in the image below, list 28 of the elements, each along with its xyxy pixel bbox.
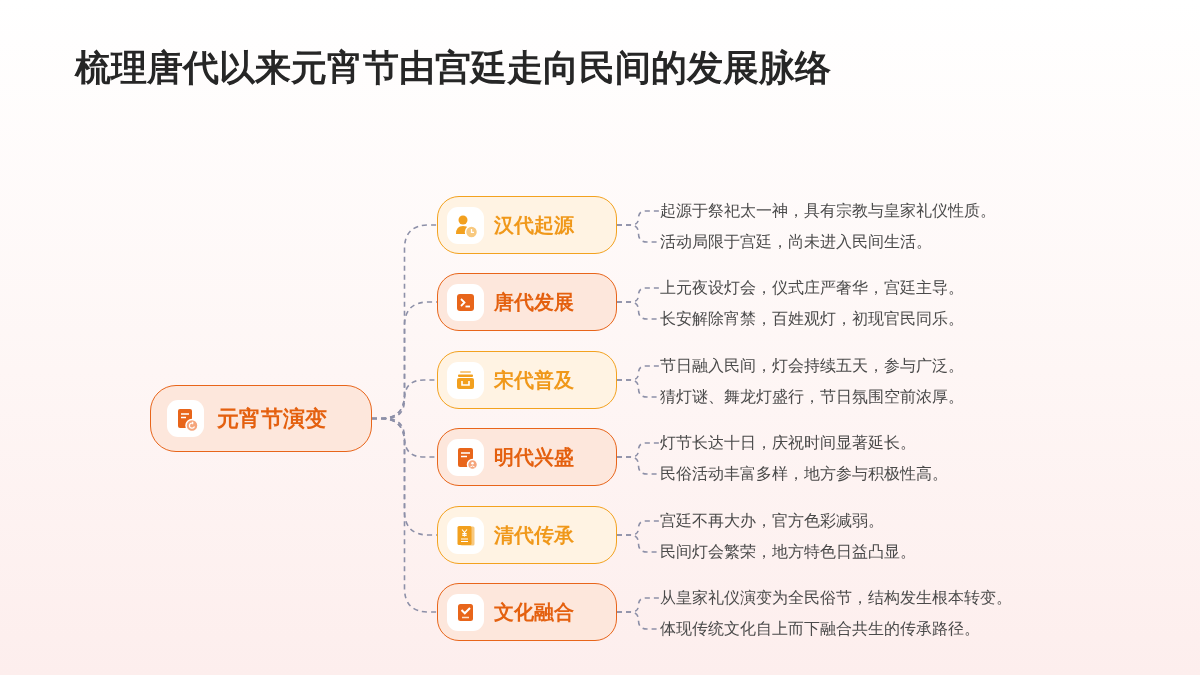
description-text: 宫廷不再大办，官方色彩减弱。 <box>660 510 884 532</box>
period-title: 唐代发展 <box>494 288 574 316</box>
period-box <box>437 196 617 254</box>
description-text: 民间灯会繁荣，地方特色日益凸显。 <box>660 541 916 563</box>
period-box <box>437 583 617 641</box>
description-text: 活动局限于宫廷，尚未进入民间生活。 <box>660 231 932 253</box>
period-box <box>437 351 617 409</box>
topic-title: 元宵节演变 <box>217 404 327 433</box>
period-title: 文化融合 <box>494 598 574 626</box>
description-text: 体现传统文化自上而下融合共生的传承路径。 <box>660 618 980 640</box>
connector-line <box>371 417 438 613</box>
description-text: 灯节长达十日，庆祝时间显著延长。 <box>660 432 916 454</box>
period-box <box>437 273 617 331</box>
description-text: 民俗活动丰富多样，地方参与积极性高。 <box>660 463 948 485</box>
description-text: 猜灯谜、舞龙灯盛行，节日氛围空前浓厚。 <box>660 386 964 408</box>
period-title: 宋代普及 <box>494 366 574 394</box>
slide-title: 梳理唐代以来元宵节由宫廷走向民间的发展脉络 <box>75 46 831 90</box>
period-title: 汉代起源 <box>494 211 574 239</box>
period-title: 明代兴盛 <box>494 443 574 471</box>
description-text: 起源于祭祀太一神，具有宗教与皇家礼仪性质。 <box>660 200 996 222</box>
description-text: 从皇家礼仪演变为全民俗节，结构发生根本转变。 <box>660 587 1012 609</box>
description-text: 上元夜设灯会，仪式庄严奢华，宫廷主导。 <box>660 277 964 299</box>
description-text: 长安解除宵禁，百姓观灯，初现官民同乐。 <box>660 308 964 330</box>
period-title: 清代传承 <box>494 521 574 549</box>
description-text: 节日融入民间，灯会持续五天，参与广泛。 <box>660 355 964 377</box>
period-box <box>437 506 617 564</box>
topic-box <box>150 385 372 452</box>
period-box <box>437 428 617 486</box>
